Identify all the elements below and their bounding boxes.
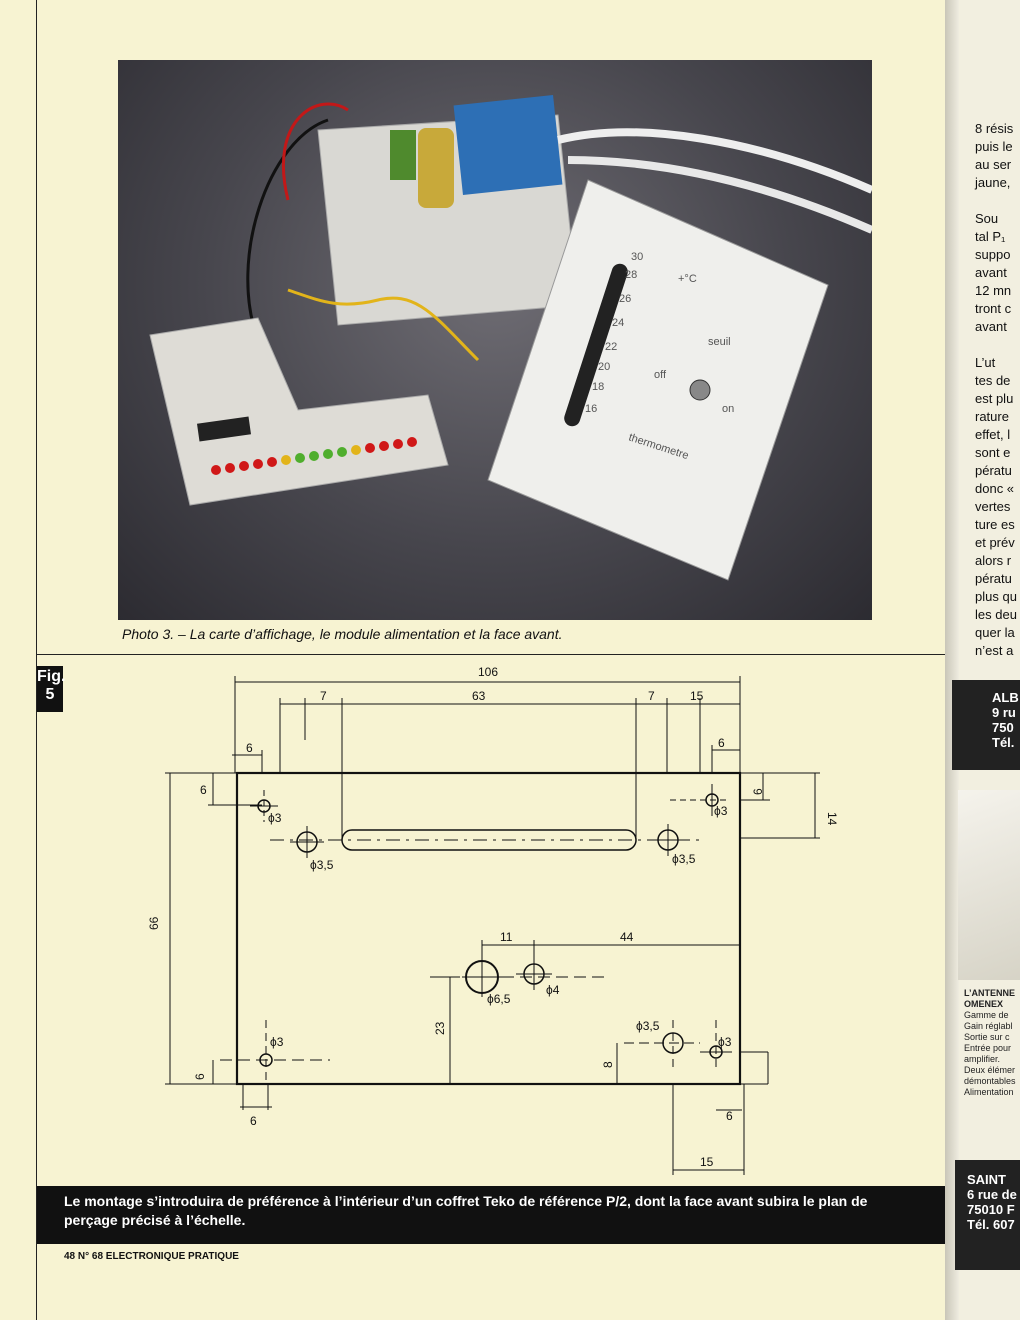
- svg-text:66: 66: [147, 916, 161, 930]
- svg-text:30: 30: [631, 251, 643, 263]
- svg-text:7: 7: [320, 689, 327, 703]
- svg-text:off: off: [654, 369, 667, 381]
- svg-text:ϕ4: ϕ4: [546, 983, 560, 997]
- svg-text:6: 6: [751, 788, 765, 795]
- svg-text:ϕ3,5: ϕ3,5: [310, 858, 334, 872]
- svg-text:ϕ6,5: ϕ6,5: [487, 992, 511, 1006]
- svg-text:22: 22: [605, 341, 617, 353]
- svg-text:6: 6: [246, 741, 253, 755]
- drilling-plan-diagram: 106 7 63 7 15 6 6 6 66 6 14 11 44 23 8 6…: [147, 665, 839, 1175]
- svg-text:on: on: [722, 403, 734, 415]
- svg-text:11: 11: [500, 930, 513, 944]
- svg-text:ϕ3: ϕ3: [718, 1035, 732, 1049]
- hole-phi3-top-right: [670, 784, 728, 816]
- svg-text:26: 26: [619, 293, 631, 305]
- svg-text:6: 6: [726, 1109, 733, 1123]
- svg-text:7: 7: [648, 689, 655, 703]
- svg-text:14: 14: [825, 812, 839, 826]
- svg-text:28: 28: [625, 269, 637, 281]
- antenna-product-image: [958, 790, 1020, 980]
- toggle-switch: [689, 379, 711, 401]
- svg-text:6: 6: [718, 736, 725, 750]
- photo-caption: Photo 3. – La carte d’affichage, le modu…: [122, 626, 563, 642]
- svg-text:15: 15: [700, 1155, 714, 1169]
- figure-badge: Fig. 5: [37, 666, 65, 712]
- svg-text:6: 6: [193, 1073, 207, 1080]
- svg-text:ϕ3: ϕ3: [714, 804, 728, 818]
- svg-text:23: 23: [433, 1021, 447, 1035]
- svg-text:6: 6: [250, 1114, 257, 1128]
- svg-text:63: 63: [472, 689, 486, 703]
- section-divider: [37, 654, 945, 655]
- svg-text:ϕ3,5: ϕ3,5: [672, 852, 696, 866]
- transformer: [453, 95, 563, 195]
- capacitor: [418, 128, 454, 208]
- page-gutter: [945, 0, 959, 1320]
- hole-phi35-left: [290, 826, 324, 858]
- dimension-labels: 106 7 63 7 15 6 6 6 66 6 14 11 44 23 8 6…: [147, 665, 839, 1169]
- svg-text:106: 106: [478, 665, 498, 679]
- panel-outline: [235, 771, 742, 1086]
- panel-slot: [564, 263, 628, 427]
- svg-text:ϕ3: ϕ3: [270, 1035, 284, 1049]
- hole-phi3-bottom-left: [220, 1020, 330, 1080]
- led-row: [211, 437, 417, 475]
- display-board: [149, 317, 449, 506]
- left-margin-rule: [36, 0, 37, 1320]
- photo-circuit-boards: 30 28 26 24 22 20 18 16 +°C seuil off on…: [118, 60, 872, 620]
- hole-phi3-top-left: [250, 790, 278, 822]
- hole-phi4: [516, 958, 552, 990]
- ic-chip: [197, 416, 251, 442]
- svg-text:15: 15: [690, 689, 704, 703]
- hole-phi35-bottom-right: [624, 1020, 700, 1070]
- svg-text:20: 20: [598, 361, 610, 373]
- svg-text:16: 16: [585, 403, 597, 415]
- svg-text:seuil: seuil: [708, 336, 731, 348]
- svg-text:+°C: +°C: [678, 273, 697, 285]
- figure-caption: Le montage s’introduira de préférence à …: [64, 1193, 868, 1228]
- svg-text:44: 44: [620, 930, 634, 944]
- front-panel: [487, 179, 829, 581]
- svg-text:6: 6: [200, 783, 207, 797]
- svg-text:ϕ3,5: ϕ3,5: [636, 1019, 660, 1033]
- caption-band: [37, 1186, 945, 1244]
- hole-phi3-bottom-right: [700, 1020, 732, 1070]
- svg-text:8: 8: [601, 1061, 615, 1068]
- green-component: [390, 130, 416, 180]
- photo-illustration: 30 28 26 24 22 20 18 16 +°C seuil off on…: [149, 95, 872, 581]
- svg-text:24: 24: [612, 317, 624, 329]
- svg-text:18: 18: [592, 381, 604, 393]
- svg-text:ϕ3: ϕ3: [268, 811, 282, 825]
- page-footer: 48 N° 68 ELECTRONIQUE PRATIQUE: [64, 1251, 239, 1262]
- hole-phi35-right: [652, 824, 684, 856]
